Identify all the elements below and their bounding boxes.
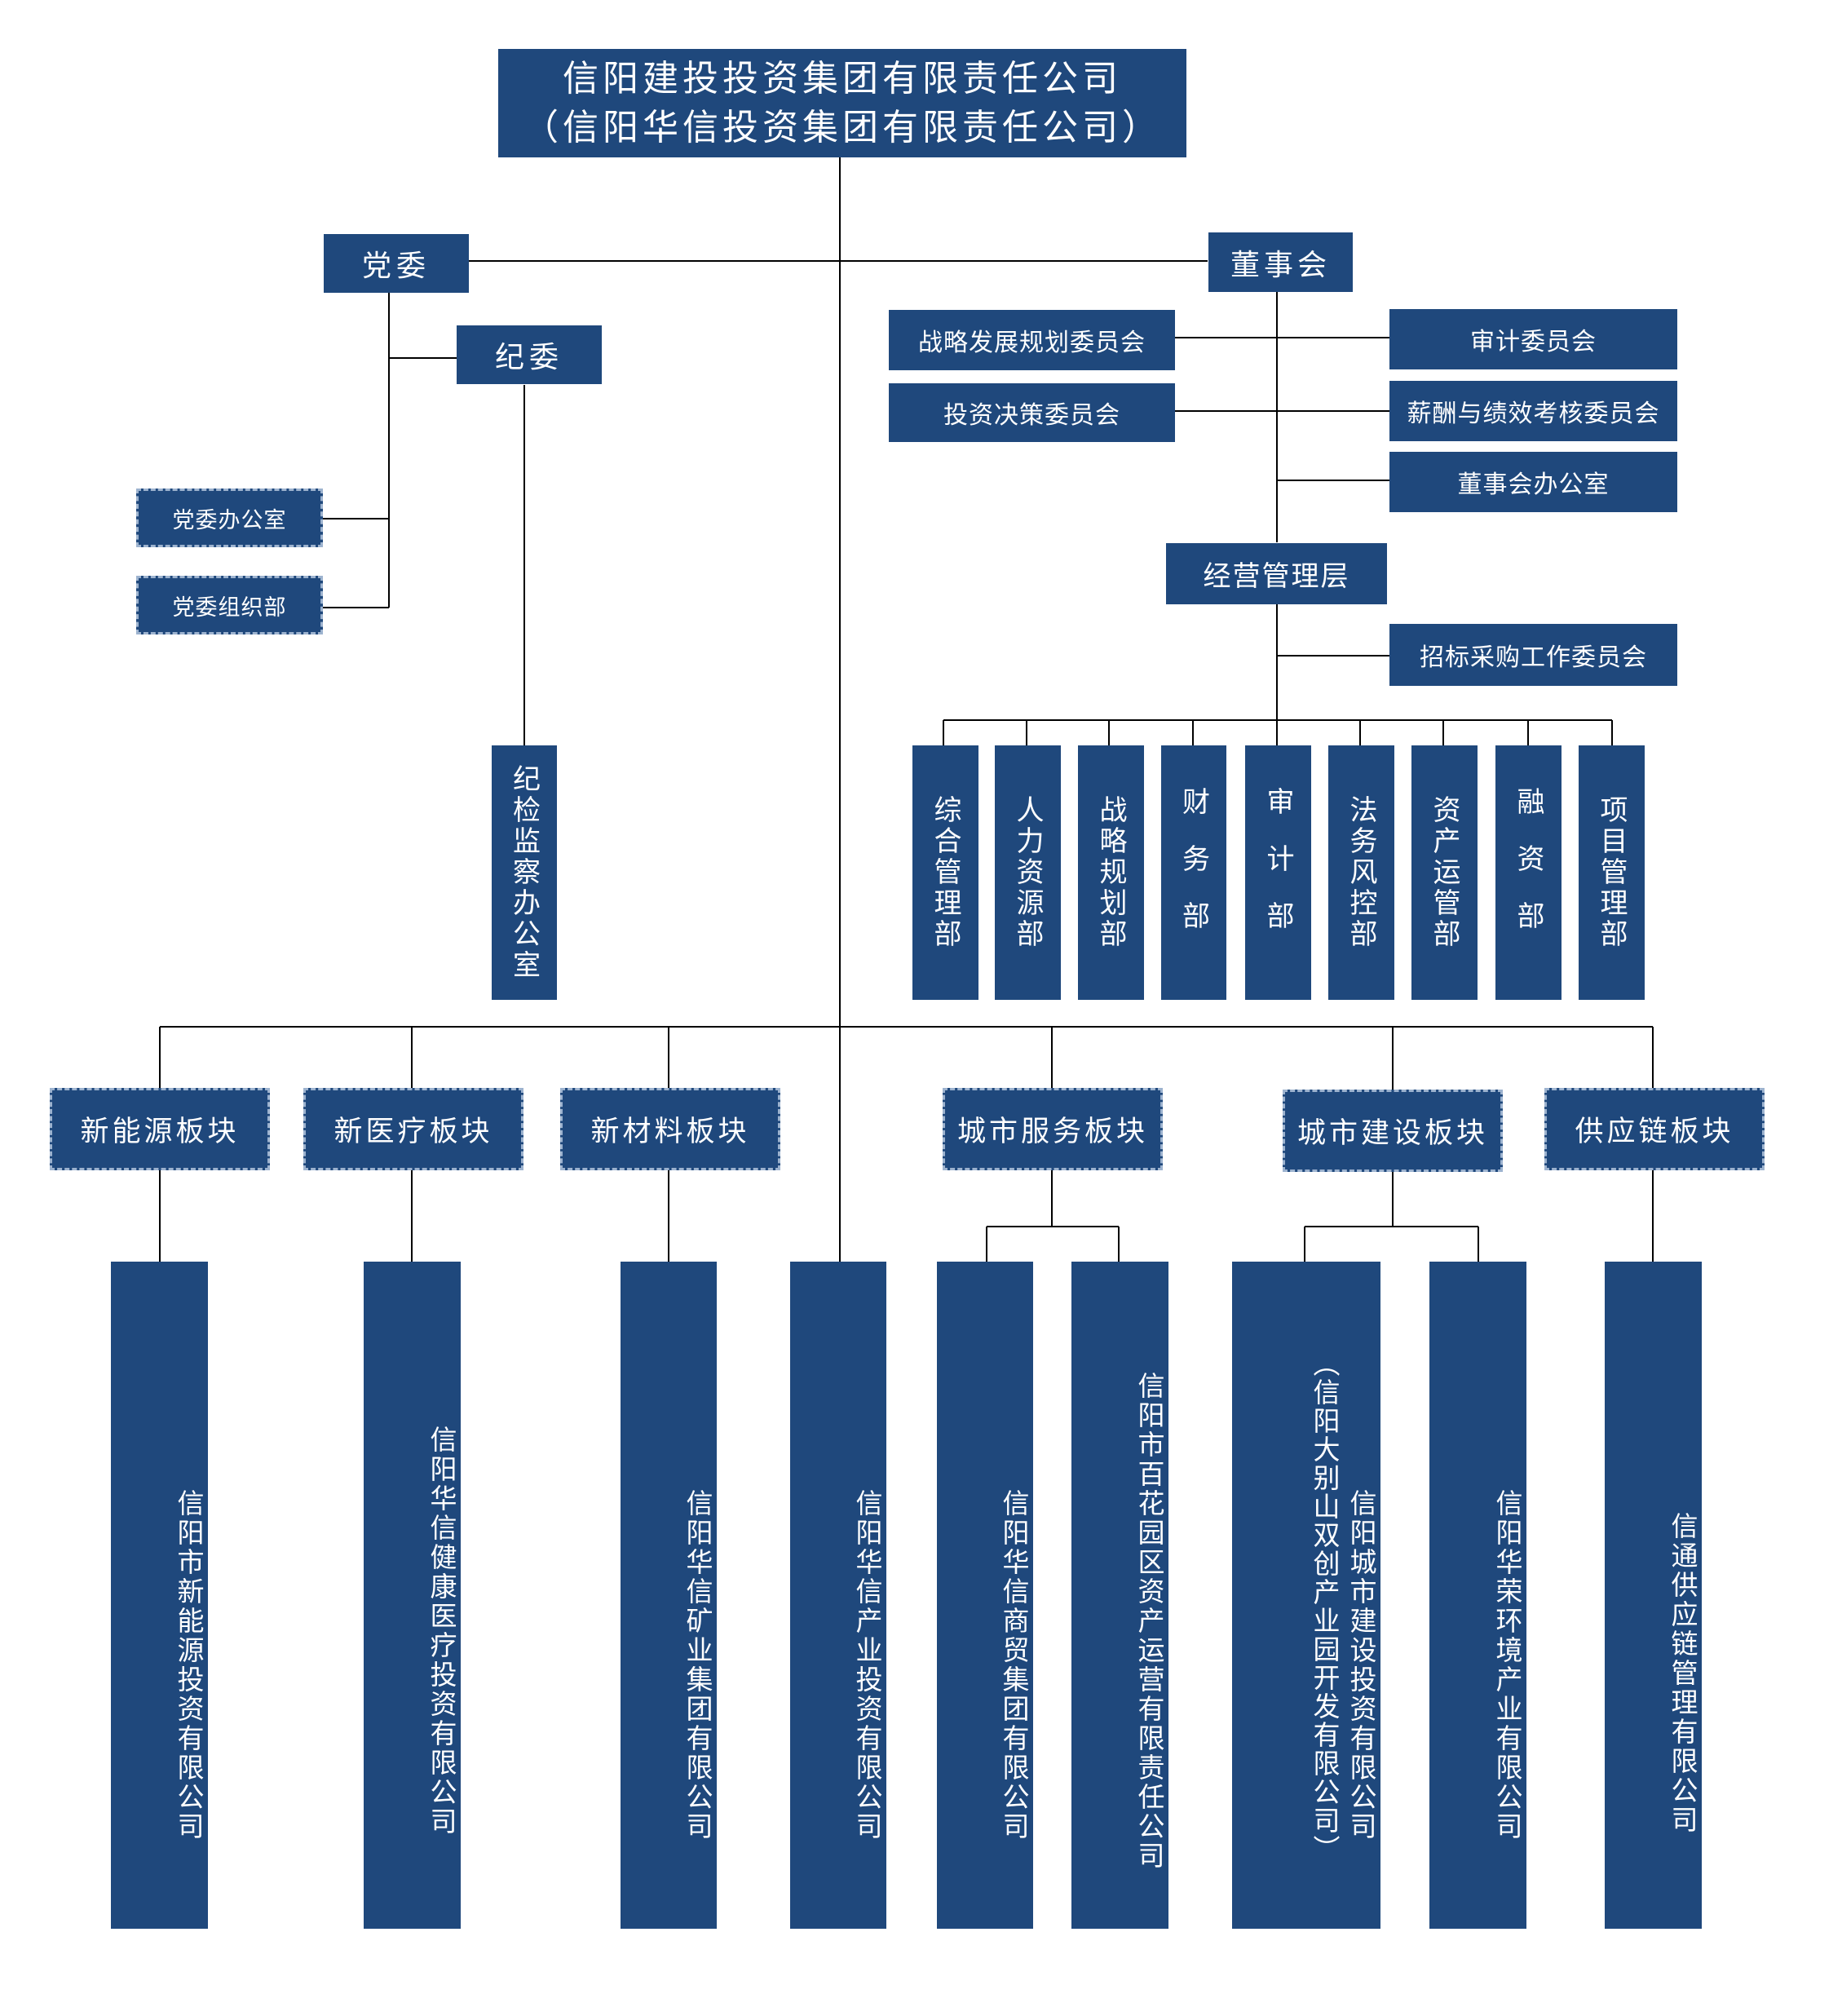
department-box: 项目管理部 [1579, 745, 1645, 1000]
department-box: 人力资源部 [995, 745, 1061, 1000]
management-box: 经营管理层 [1166, 543, 1387, 604]
company-box: 信阳华信矿业集团有限公司 [621, 1262, 717, 1929]
group-company-alt-name: （信阳华信投资集团有限责任公司） [523, 106, 1162, 148]
party-committee-box: 党委 [324, 234, 469, 293]
company-box: 信阳市新能源投资有限公司 [111, 1262, 208, 1929]
sector-box: 供应链板块 [1544, 1088, 1765, 1170]
audit-committee-box: 审计委员会 [1389, 309, 1677, 369]
sector-box: 城市建设板块 [1283, 1090, 1503, 1172]
board-office-box: 董事会办公室 [1389, 452, 1677, 512]
strategy-committee-box: 战略发展规划委员会 [889, 310, 1175, 370]
party-office-box: 党委办公室 [136, 489, 323, 547]
board-box: 董事会 [1208, 232, 1353, 292]
sector-box: 新材料板块 [560, 1088, 780, 1170]
company-box: 信阳市百花园区资产运营有限责任公司 [1071, 1262, 1168, 1929]
department-box: 财务部 [1161, 745, 1226, 1000]
department-box: 资产运管部 [1411, 745, 1478, 1000]
sector-box: 新医疗板块 [303, 1088, 523, 1170]
company-box: 信阳城市建设投资有限公司 [1232, 1262, 1380, 1929]
sector-box: 城市服务板块 [943, 1088, 1163, 1170]
company-box: 信通供应链管理有限公司 [1605, 1262, 1702, 1929]
company-box: 信阳华荣环境产业有限公司 [1429, 1262, 1526, 1929]
company-alt-name: （信阳大别山双创产业园开发有限公司） [1309, 1350, 1341, 1863]
company-box: 信阳华信产业投资有限公司 [790, 1262, 886, 1929]
company-box: 信阳华信商贸集团有限公司 [937, 1262, 1033, 1929]
group-company-name: 信阳建投投资集团有限责任公司 [563, 57, 1122, 99]
department-box: 法务风控部 [1328, 745, 1394, 1000]
discipline-committee-box: 纪委 [457, 325, 602, 384]
department-box: 融资部 [1495, 745, 1562, 1000]
party-organization-box: 党委组织部 [136, 576, 323, 634]
group-company-box: 信阳建投投资集团有限责任公司 （信阳华信投资集团有限责任公司） [498, 49, 1186, 157]
department-box: 综合管理部 [912, 745, 978, 1000]
tender-committee-box: 招标采购工作委员会 [1389, 624, 1677, 686]
company-box: 信阳华信健康医疗投资有限公司 [364, 1262, 461, 1929]
compensation-committee-box: 薪酬与绩效考核委员会 [1389, 381, 1677, 441]
sector-box: 新能源板块 [50, 1088, 270, 1170]
inspection-office-box: 纪检监察办公室 [492, 745, 557, 1000]
department-box: 审计部 [1245, 745, 1311, 1000]
investment-committee-box: 投资决策委员会 [889, 383, 1175, 442]
department-box: 战略规划部 [1078, 745, 1144, 1000]
